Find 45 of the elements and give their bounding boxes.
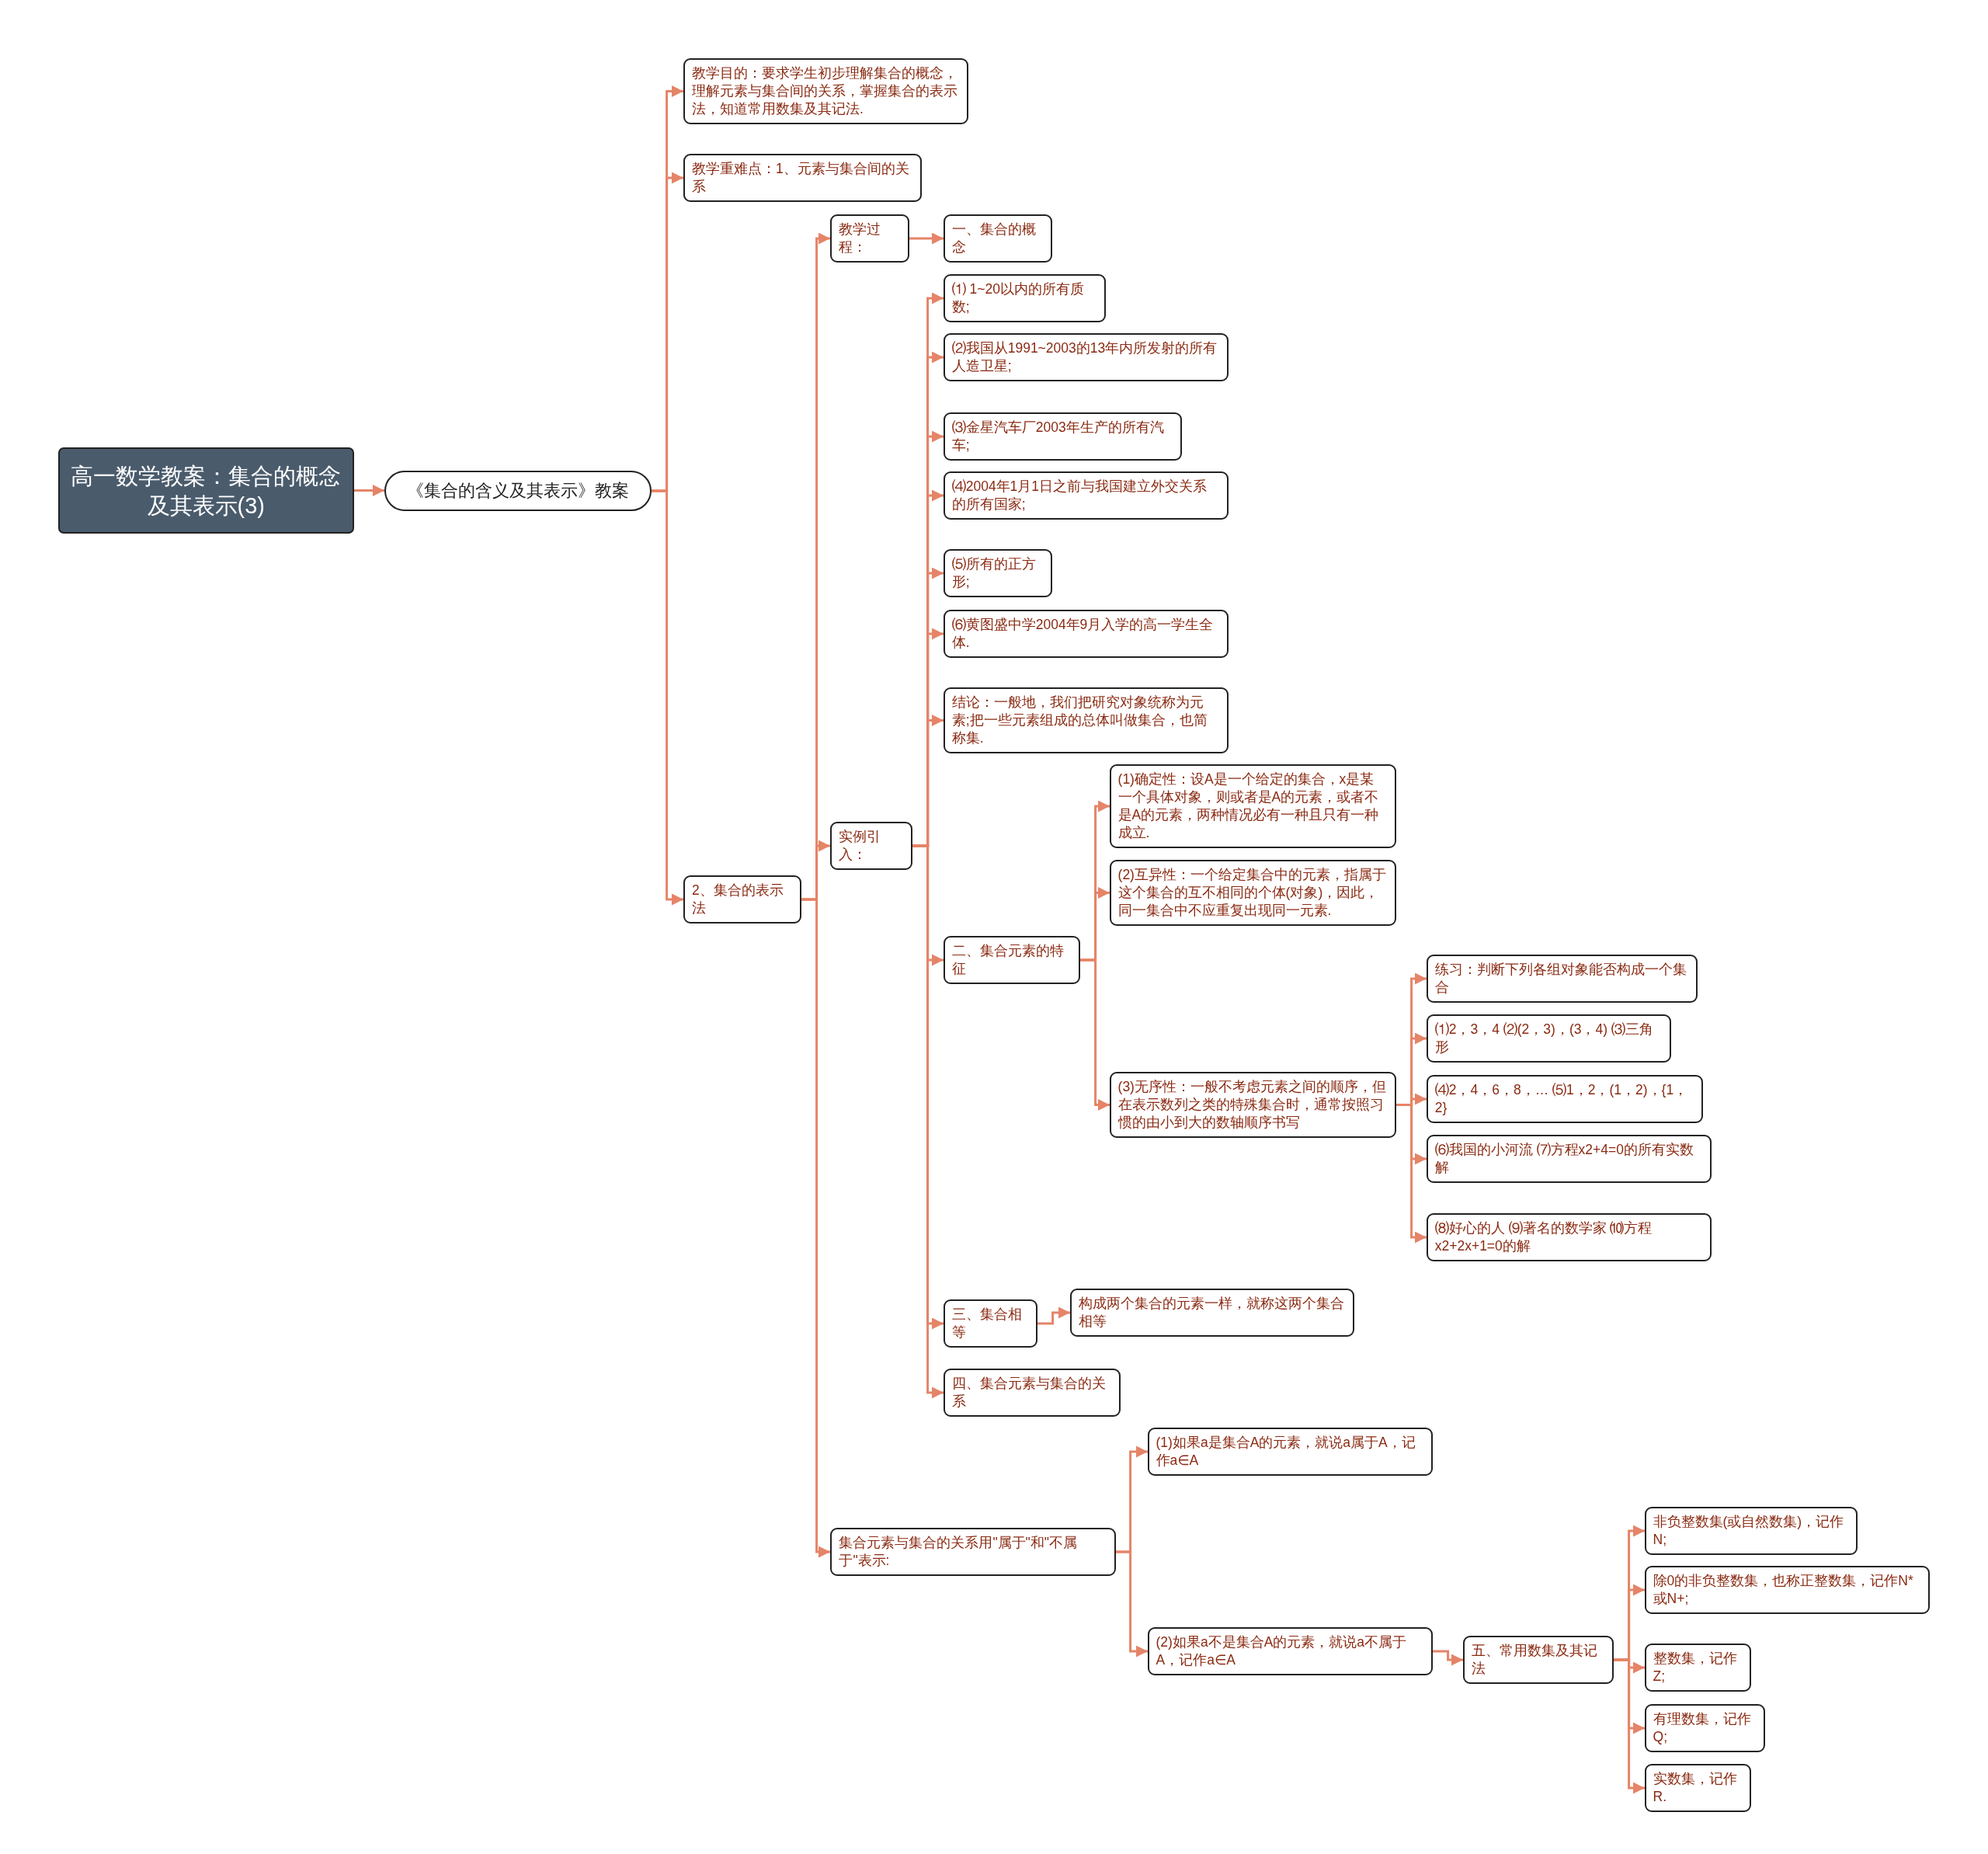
topic-box: ⑹黄图盛中学2004年9月入学的高一学生全体. bbox=[943, 610, 1229, 659]
topic-box: 2、集合的表示法 bbox=[683, 875, 801, 924]
topic-box: 教学过程： bbox=[830, 214, 909, 263]
topic-box: ⑴2，3，4 ⑵(2，3)，(3，4) ⑶三角形 bbox=[1426, 1014, 1671, 1063]
connector-arrow bbox=[1115, 1550, 1148, 1657]
topic-box: 集合元素与集合的关系用"属于"和"不属于"表示: bbox=[830, 1528, 1116, 1577]
topic-box: (2)如果a不是集合A的元素，就说a不属于A，记作a∈A bbox=[1147, 1626, 1433, 1675]
topic-box: 教学目的：要求学生初步理解集合的概念，理解元素与集合间的关系，掌握集合的表示法，知道常用数集及其记法. bbox=[683, 58, 969, 125]
topic-box: 练习：判断下列各组对象能否构成一个集合 bbox=[1426, 955, 1698, 1004]
topic-box: (1)确定性：设A是一个给定的集合，x是某一个具体对象，则或者是A的元素，或者不是A的元素，两种情况必有一种且只有一种成立. bbox=[1109, 764, 1396, 849]
topic-box: 五、常用数集及其记法 bbox=[1463, 1636, 1614, 1685]
connector-arrow bbox=[652, 489, 683, 906]
topic-box: ⑴ 1~20以内的所有质数; bbox=[943, 273, 1106, 322]
connector-arrow bbox=[1037, 1306, 1070, 1325]
topic-box: 构成两个集合的元素一样，就称这两个集合相等 bbox=[1069, 1288, 1354, 1337]
topic-box: 三、集合相等 bbox=[943, 1299, 1037, 1348]
topic-box: 四、集合元素与集合的关系 bbox=[943, 1368, 1121, 1417]
topic-box: ⑶金星汽车厂2003年生产的所有汽车; bbox=[943, 412, 1182, 461]
connector-arrow bbox=[1433, 1650, 1463, 1666]
connector-arrow bbox=[1396, 1104, 1427, 1244]
topic-box: ⑻好心的人 ⑼著名的数学家 ⑽方程x2+2x+1=0的解 bbox=[1426, 1213, 1712, 1262]
topic-box: 教学重难点：1、元素与集合间的关系 bbox=[683, 153, 922, 202]
topic-box: 一、集合的概念 bbox=[943, 214, 1053, 263]
topic-box: (1)如果a是集合A的元素，就说a属于A，记作a∈A bbox=[1147, 1428, 1433, 1477]
connector-arrow bbox=[909, 232, 944, 245]
connector-arrow bbox=[801, 898, 830, 1558]
topic-pill: 《集合的含义及其表示》教案 bbox=[384, 470, 652, 511]
topic-box: 有理数集，记作Q; bbox=[1644, 1704, 1765, 1753]
connector-arrow bbox=[1080, 958, 1110, 1111]
root-topic-box: 高一数学教案：集合的概念及其表示(3) bbox=[58, 447, 354, 534]
topic-box: ⑷2，4，6，8，… ⑸1，2，(1，2)，{1，2} bbox=[1426, 1075, 1703, 1124]
topic-box: 实例引入： bbox=[830, 821, 913, 870]
topic-box: 整数集，记作Z; bbox=[1644, 1643, 1751, 1692]
topic-box: 非负整数集(或自然数集)，记作N; bbox=[1644, 1506, 1858, 1555]
topic-box: 实数集，记作R. bbox=[1644, 1764, 1751, 1812]
topic-box: 除0的非负整数集，也称正整数集，记作N*或N+; bbox=[1644, 1566, 1930, 1615]
topic-box: (3)无序性：一般不考虑元素之间的顺序，但在表示数列之类的特殊集合时，通常按照习惯的由小到大的数轴顺序书写 bbox=[1109, 1071, 1396, 1138]
topic-box: 结论：一般地，我们把研究对象统称为元素;把一些元素组成的总体叫做集合，也简称集. bbox=[943, 687, 1229, 753]
topic-box: ⑷2004年1月1日之前与我国建立外交关系的所有国家; bbox=[943, 471, 1229, 520]
topic-box: (2)互异性：一个给定集合中的元素，指属于这个集合的互不相同的个体(对象)，因此，同一集合中不应重复出现同一元素. bbox=[1109, 859, 1396, 926]
connector-arrow bbox=[353, 485, 384, 496]
topic-box: ⑵我国从1991~2003的13年内所发射的所有人造卫星; bbox=[943, 333, 1229, 382]
topic-box: ⑸所有的正方形; bbox=[943, 548, 1053, 597]
topic-box: 二、集合元素的特征 bbox=[943, 935, 1080, 984]
topic-box: ⑹我国的小河流 ⑺方程x2+4=0的所有实数解 bbox=[1426, 1135, 1712, 1184]
